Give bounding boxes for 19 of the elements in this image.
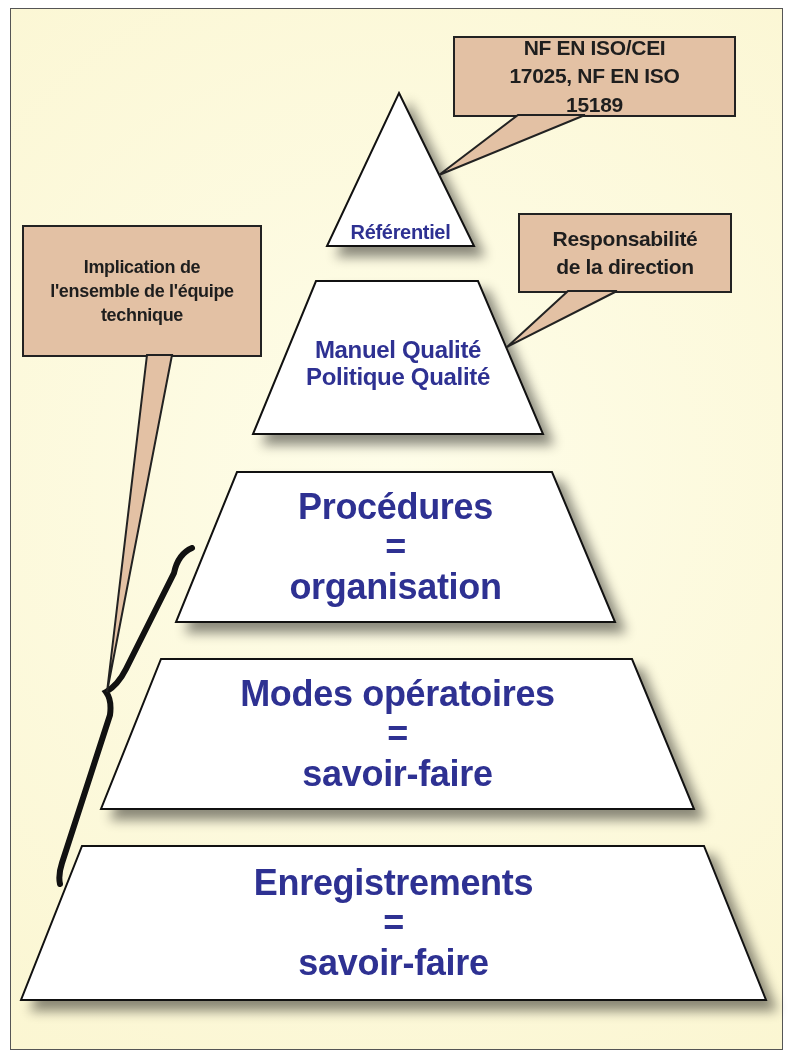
callout-text: Responsabilité de la direction [551,225,699,280]
callout-pointer [438,114,586,176]
callout-box [22,225,262,357]
callout-pointer [506,290,618,348]
level-text: Procédures [298,486,493,527]
level-text: Politique Qualité [306,363,490,391]
level-text: savoir-faire [298,943,489,984]
callout-pointer [106,354,174,693]
callout-text: NF EN ISO/CEI 17025, NF EN ISO 15189 [508,35,681,118]
level-text: Manuel Qualité [314,336,482,364]
level-text: = [385,526,406,568]
callout-text: Implication de l'ensemble de l'équipe technique [49,255,235,328]
level-text: Référentiel [350,220,451,243]
level-text: = [383,902,404,944]
level-text: Modes opératoires [240,673,555,714]
level-text: = [387,713,408,755]
level-text: Enregistrements [253,862,534,903]
level-text: organisation [289,567,502,608]
level-text: savoir-faire [302,754,493,795]
